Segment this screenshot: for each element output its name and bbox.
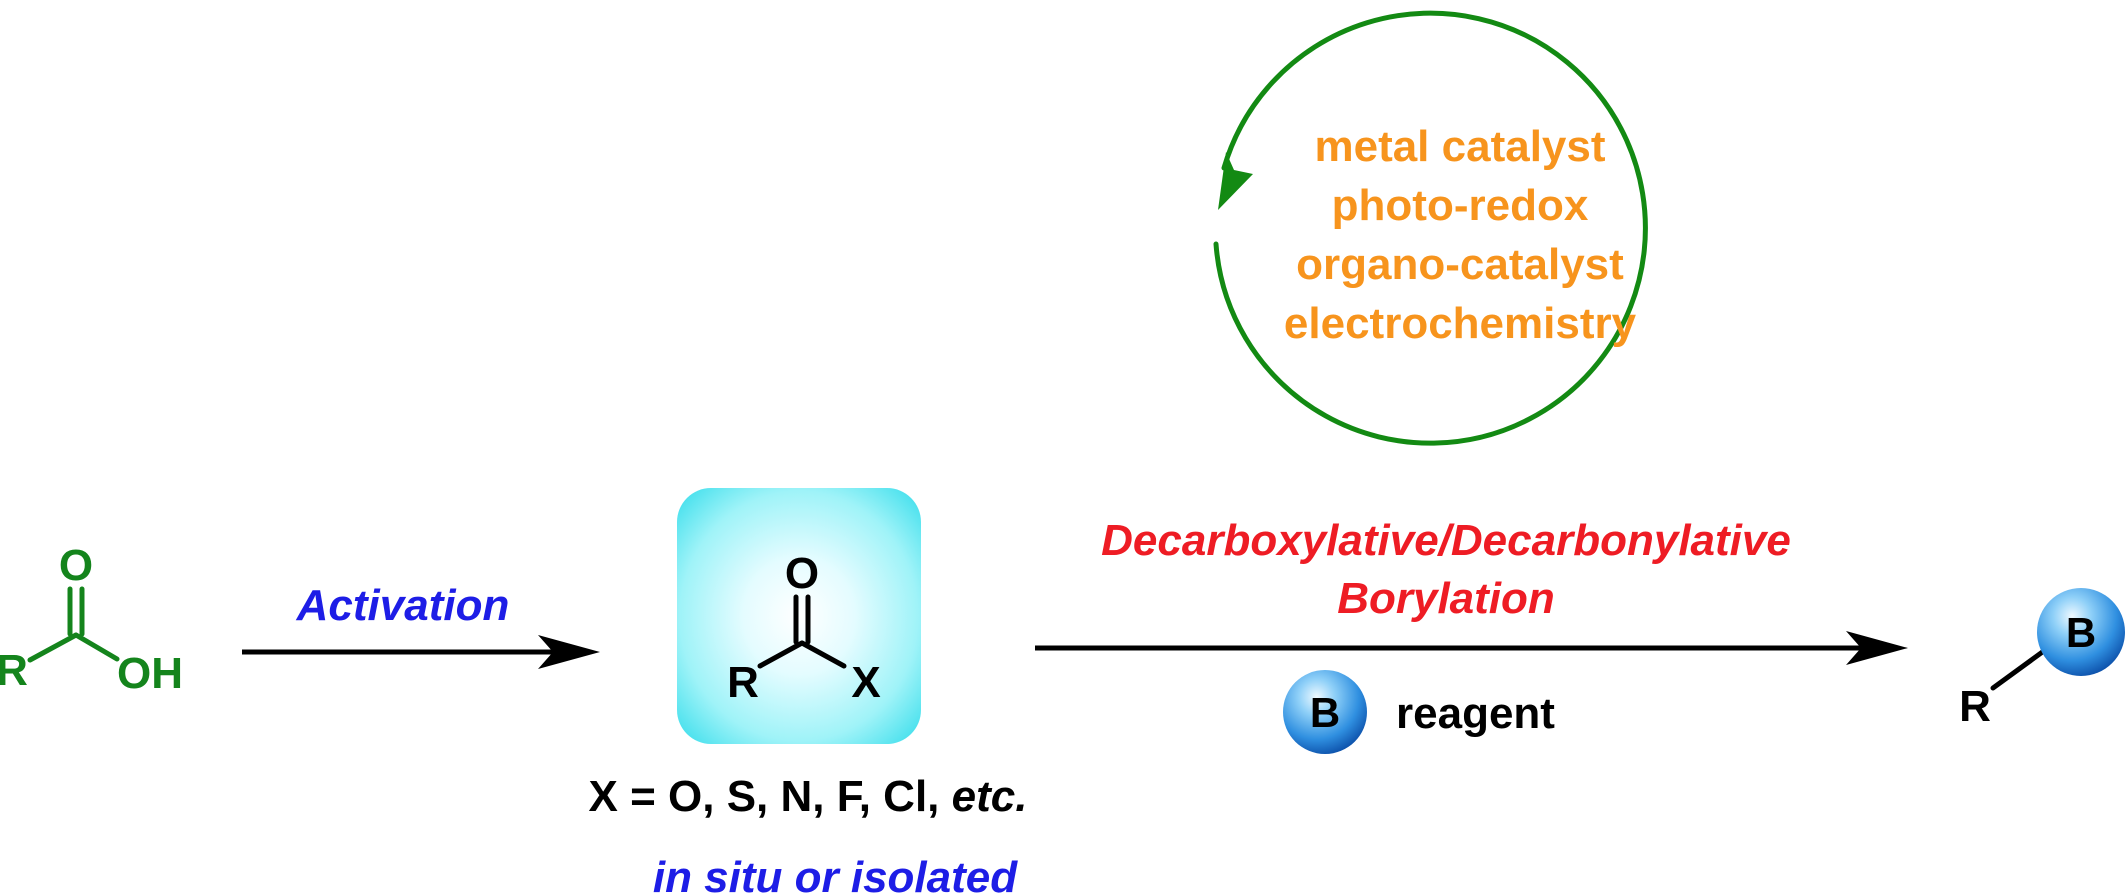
catalysis-photoredox: photo-redox bbox=[1332, 181, 1589, 230]
leaving-group-etc: etc. bbox=[952, 772, 1028, 821]
product-boron-sphere bbox=[2037, 588, 2125, 676]
product-r-atom: R bbox=[1959, 682, 1991, 731]
acid-oh-atom: OH bbox=[117, 649, 183, 698]
in-situ-note: in situ or isolated bbox=[653, 853, 1018, 896]
borylation-step: Decarboxylative/Decarbonylative Borylati… bbox=[1035, 516, 1908, 754]
boron-reagent-symbol: B bbox=[1310, 689, 1340, 736]
intermediate-r-atom: R bbox=[727, 658, 759, 707]
catalysis-metal: metal catalyst bbox=[1314, 122, 1605, 171]
intermediate-x-atom: X bbox=[851, 658, 880, 707]
carboxylic-acid-structure: R O OH bbox=[0, 541, 183, 698]
product-boron-symbol: B bbox=[2066, 609, 2096, 656]
activated-intermediate: O R X bbox=[677, 488, 921, 744]
intermediate-x-bond bbox=[799, 640, 847, 669]
intermediate-r-bond bbox=[757, 640, 805, 669]
catalysis-organo: organo-catalyst bbox=[1296, 240, 1624, 289]
reaction-type-line-1: Decarboxylative/Decarbonylative bbox=[1101, 516, 1791, 565]
catalysis-electrochemistry: electrochemistry bbox=[1284, 299, 1637, 348]
acid-oh-bond bbox=[73, 632, 120, 662]
cycle-arrowhead bbox=[1218, 152, 1253, 210]
acid-o-atom: O bbox=[59, 541, 93, 590]
intermediate-o-atom: O bbox=[785, 549, 819, 598]
leaving-group-list: X = O, S, N, F, Cl, bbox=[589, 772, 952, 821]
activation-label: Activation bbox=[296, 581, 510, 630]
reaction-type-line-2: Borylation bbox=[1337, 574, 1555, 623]
product-structure: B R bbox=[1959, 588, 2125, 731]
activation-arrowhead bbox=[538, 635, 600, 669]
cycle-arc bbox=[1213, 10, 1648, 446]
borylation-arrowhead bbox=[1846, 631, 1908, 665]
intermediate-highlight-box bbox=[677, 488, 921, 744]
acid-r-atom: R bbox=[0, 646, 28, 695]
boron-reagent-sphere bbox=[1283, 670, 1367, 754]
leaving-group-scope: X = O, S, N, F, Cl, etc. bbox=[589, 772, 1028, 821]
catalysis-cycle: metal catalyst photo-redox organo-cataly… bbox=[1213, 10, 1648, 446]
reagent-label: reagent bbox=[1396, 689, 1555, 738]
acid-r-bond bbox=[27, 632, 79, 663]
activation-step: Activation bbox=[242, 581, 600, 669]
